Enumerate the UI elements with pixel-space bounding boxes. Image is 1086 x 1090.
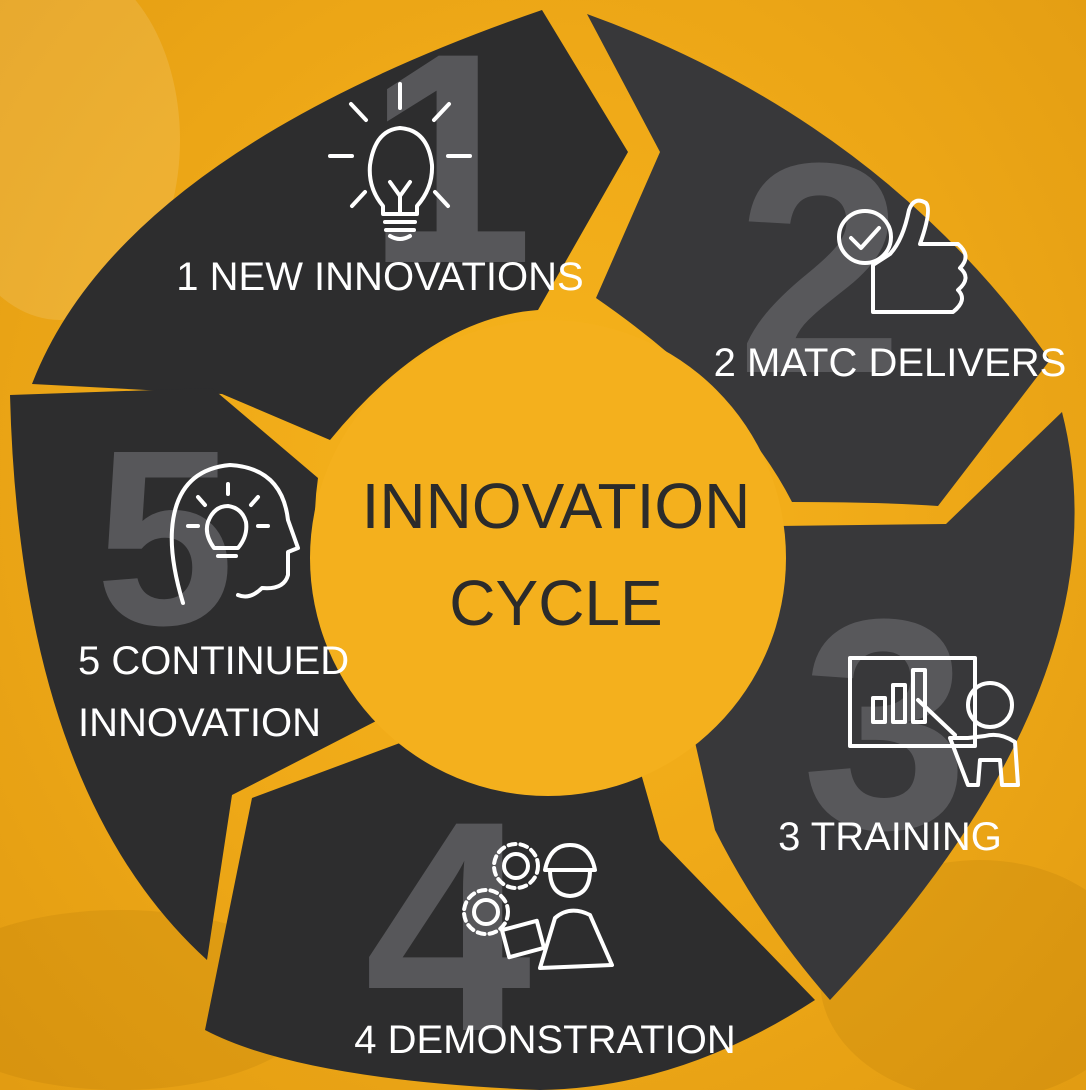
presenter-chart-icon	[848, 656, 1020, 787]
head-lightbulb-icon	[169, 463, 300, 605]
big-number-1: 1	[367, 0, 534, 326]
center-title-line1: INNOVATION	[362, 470, 751, 542]
lightbulb-icon	[328, 82, 472, 241]
worker-gears-icon	[462, 842, 614, 970]
step-4-label: 4 DEMONSTRATION	[354, 1018, 736, 1062]
center-title-line2: CYCLE	[449, 567, 662, 639]
segment-4[interactable]	[205, 740, 815, 1090]
center-circle	[310, 320, 786, 796]
step-3-label: 3 TRAINING	[778, 815, 1002, 859]
thumbs-up-check-icon	[837, 198, 968, 314]
step-5-label-line1: 5 CONTINUED	[78, 639, 349, 683]
step-5-label-line2: INNOVATION	[78, 701, 321, 745]
segment-1[interactable]	[32, 10, 628, 440]
big-number-5: 5	[95, 398, 234, 677]
big-number-2: 2	[737, 100, 904, 436]
step-1-label: 1 NEW INNOVATIONS	[176, 255, 583, 299]
step-2-label: 2 MATC DELIVERS	[714, 341, 1067, 385]
